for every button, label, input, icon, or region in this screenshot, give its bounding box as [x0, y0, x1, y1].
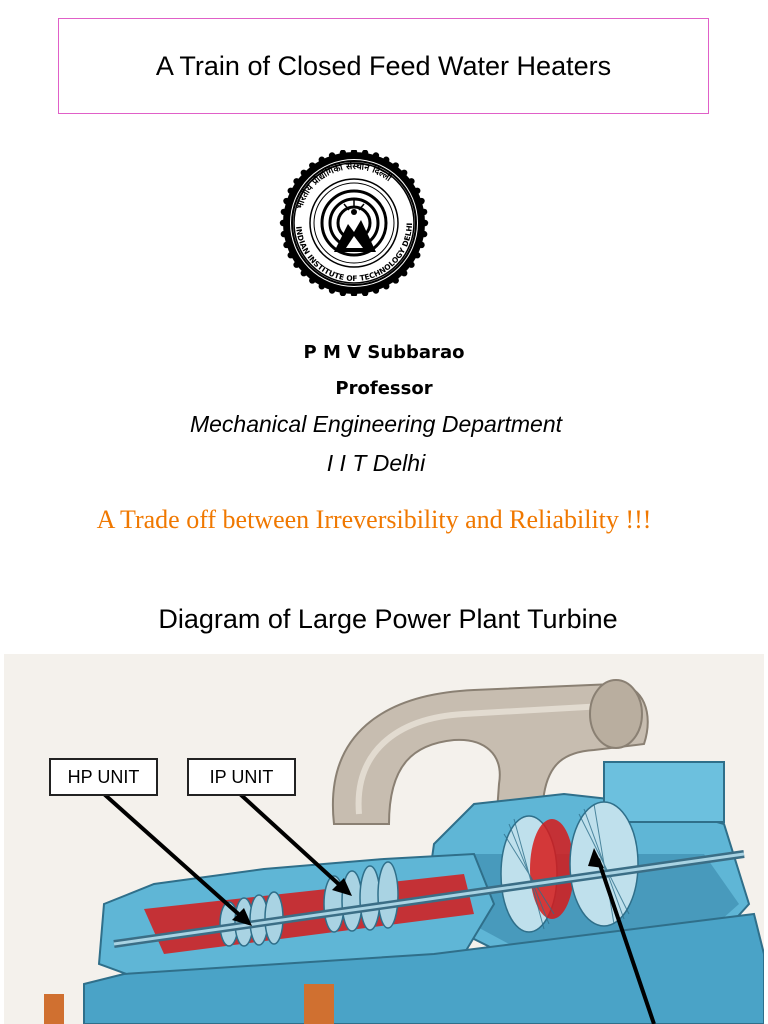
author-department: Mechanical Engineering Department	[189, 411, 563, 437]
lp-rotor-blades	[500, 801, 639, 933]
author-title: Professor	[335, 378, 433, 399]
iit-delhi-seal-logo: भारतीय प्रौद्योगिकी संस्थान दिल्ली INDIA…	[279, 150, 429, 296]
label-arrows	[102, 792, 656, 1024]
slide-title: A Train of Closed Feed Water Heaters	[155, 50, 612, 81]
diagram-title: Diagram of Large Power Plant Turbine	[158, 604, 618, 634]
turbine-illustration	[4, 654, 764, 1024]
ip-unit-label: IP UNIT	[187, 758, 296, 796]
author-institute: I I T Delhi	[326, 450, 426, 476]
hp-unit-label: HP UNIT	[49, 758, 158, 796]
slide-tagline: A Trade off between Irreversibility and …	[96, 505, 652, 534]
author-name: P M V Subbarao	[303, 342, 465, 363]
ip-rotor	[323, 861, 399, 933]
turbine-diagram: HP UNIT IP UNIT	[4, 654, 764, 1024]
title-box: A Train of Closed Feed Water Heaters	[58, 18, 709, 114]
